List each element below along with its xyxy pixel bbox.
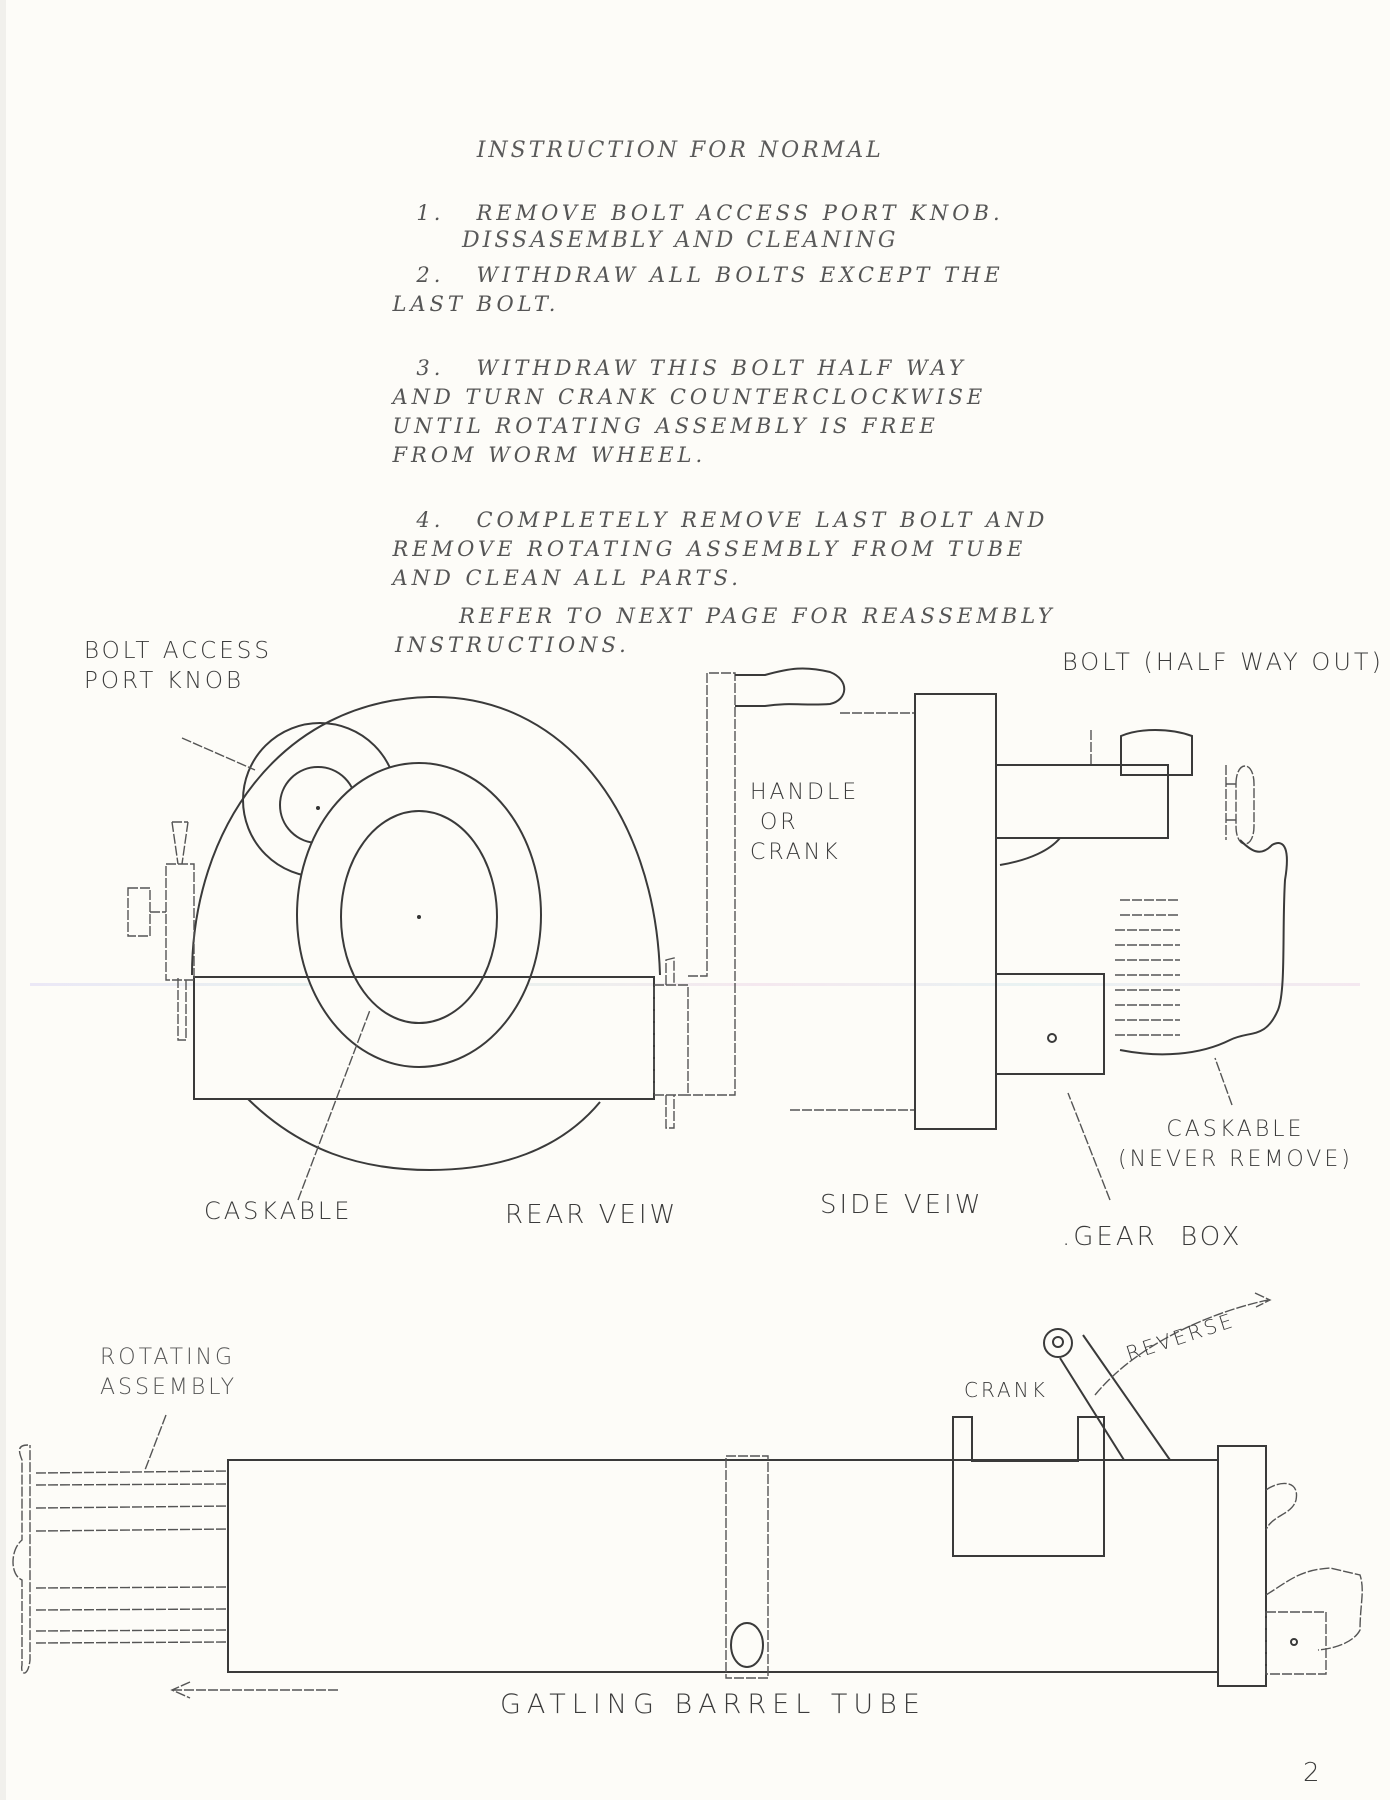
- label-caskable-never-remove: CASKABLE (NEVER REMOVE): [1118, 1117, 1353, 1172]
- side-view-drawing: [181, 693, 1288, 1201]
- barrel-band: [725, 1455, 769, 1679]
- bolt-housing: [995, 764, 1169, 839]
- rotating-assembly-inner-ring: [340, 810, 498, 1024]
- page-number: 2: [1303, 1758, 1323, 1788]
- label-rotating-assembly: ROTATING ASSEMBLY: [100, 1345, 238, 1400]
- rear-gear-block: [1265, 1611, 1327, 1675]
- step-2: 2. WITHDRAW ALL BOLTS EXCEPT THE LAST BO…: [392, 232, 1004, 319]
- caskable-pointer: [1214, 1057, 1233, 1106]
- step-number: 1.: [416, 201, 445, 225]
- step-number: 4.: [416, 508, 445, 532]
- rear-knob: [1265, 1482, 1298, 1531]
- gear-box-pointer: [1067, 1092, 1111, 1201]
- side-lever: [171, 821, 189, 1041]
- step-text: WITHDRAW ALL BOLTS EXCEPT THE LAST BOLT.: [392, 263, 1004, 316]
- crank-lever: [1059, 1334, 1171, 1461]
- side-view-caption: SIDE VEIW: [820, 1190, 984, 1220]
- caskable-knurling: [1115, 899, 1180, 1036]
- step-text: REMOVE BOLT ACCESS PORT KNOB.: [476, 201, 1004, 225]
- step-text: COMPLETELY REMOVE LAST BOLT AND REMOVE R…: [392, 508, 1049, 590]
- step-number: 2.: [416, 263, 445, 287]
- label-bolt-half-way-out: BOLT (HALF WAY OUT): [1062, 648, 1384, 676]
- gear-box-bracket-arc: [999, 837, 1061, 866]
- barrel-tube-caption: GATLING BARREL TUBE: [500, 1689, 926, 1720]
- gear-box-hole: [1047, 1033, 1057, 1043]
- rotating-assembly-pointer: [144, 1414, 167, 1471]
- band-hole: [730, 1622, 764, 1668]
- label-bolt-access-port-knob: BOLT ACCESS PORT KNOB: [84, 638, 272, 694]
- rear-housing-bottom-arc: [247, 1098, 601, 1172]
- rear-gear-block-hole: [1290, 1638, 1298, 1646]
- title-line-1: INSTRUCTION FOR NORMAL: [476, 138, 884, 163]
- side-flange: [914, 693, 997, 1130]
- rotating-assembly-end-plate: [12, 1444, 31, 1674]
- scan-artifact: [30, 983, 1360, 986]
- bolt-end-knob: [1225, 765, 1255, 845]
- rear-view-caption: REAR VEIW: [505, 1200, 679, 1230]
- side-lever-plate: [165, 863, 195, 981]
- label-crank: CRANK: [964, 1378, 1048, 1402]
- rear-housing-outline: [191, 695, 661, 976]
- knob-center-dot: [316, 806, 320, 810]
- direction-arrow: [170, 1681, 338, 1699]
- rear-view-drawing: [127, 667, 846, 1172]
- step-4: 4. COMPLETELY REMOVE LAST BOLT AND REMOV…: [392, 477, 1049, 593]
- step-1: 1. REMOVE BOLT ACCESS PORT KNOB.: [395, 170, 1004, 228]
- crank-shaft-pin: [665, 957, 675, 1129]
- barrel-tube-body: [227, 1459, 1219, 1673]
- rear-caskable: [1265, 1567, 1363, 1651]
- reverse-arrow: [1094, 1292, 1272, 1396]
- label-handle-or-crank: HANDLE OR CRANK: [750, 780, 860, 865]
- crank-pivot: [1043, 1328, 1073, 1358]
- barrel-rear-flange: [1217, 1445, 1267, 1687]
- side-knob: [127, 887, 151, 937]
- step-text: WITHDRAW THIS BOLT HALF WAY AND TURN CRA…: [392, 356, 987, 467]
- crank-bracket: [952, 1416, 1105, 1557]
- crank-shaft-collar: [653, 984, 689, 1096]
- label-caskable: CASKABLE: [204, 1197, 353, 1225]
- reassembly-note: REFER TO NEXT PAGE FOR REASSEMBLY INSTRU…: [395, 604, 1056, 657]
- step-3: 3. WITHDRAW THIS BOLT HALF WAY AND TURN …: [392, 325, 987, 470]
- knob-pointer: [181, 737, 256, 771]
- label-gear-box: .GEAR BOX: [1062, 1222, 1243, 1252]
- crank-pivot-pin: [1052, 1336, 1064, 1348]
- caskable-rear-pointer: [297, 1009, 371, 1201]
- crank-handle-grip: [735, 667, 846, 707]
- caskable-outline: [1119, 839, 1288, 1056]
- assembly-center-dot: [417, 915, 421, 919]
- side-gear-box: [995, 973, 1105, 1075]
- title-line-2: DISSASEMBLY AND CLEANING: [462, 228, 899, 253]
- document-title: INSTRUCTION FOR NORMAL DISSASEMBLY AND C…: [462, 76, 898, 286]
- crank-arm: [688, 672, 736, 1096]
- barrel-tube-drawing: [12, 1292, 1363, 1699]
- bolt-head: [1120, 729, 1193, 776]
- step-number: 3.: [416, 356, 445, 380]
- page-edge: [0, 0, 6, 1800]
- rotating-assembly-rods: [35, 1470, 229, 1644]
